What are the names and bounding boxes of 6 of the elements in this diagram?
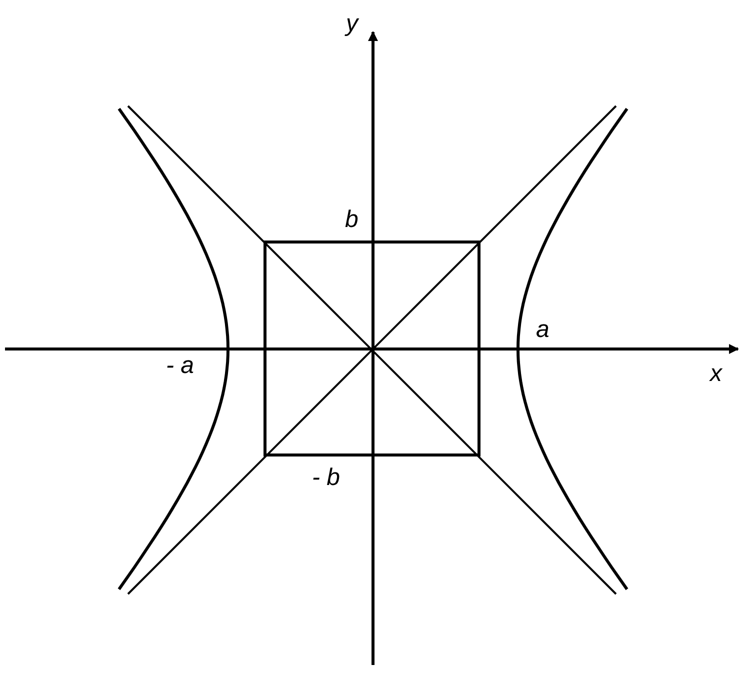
point-label: - a xyxy=(166,354,194,378)
point-label: a xyxy=(536,318,550,342)
axis-label: y xyxy=(346,12,358,36)
point-label: b xyxy=(345,208,358,232)
point-label: - b xyxy=(312,466,340,490)
axis-label: x xyxy=(710,362,722,386)
